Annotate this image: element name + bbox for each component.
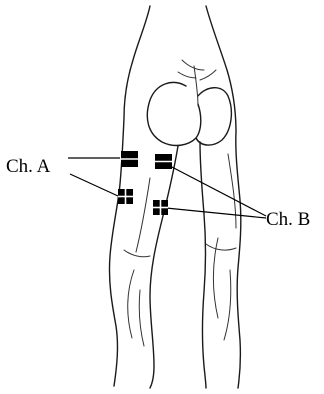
- left-buttock: [147, 82, 200, 145]
- left-thigh-line: [136, 178, 150, 252]
- left-calf-line: [128, 270, 144, 346]
- right-thigh-line: [228, 154, 236, 228]
- left-leg-inner: [150, 146, 178, 388]
- electrode-a-lower: [118, 189, 133, 204]
- right-leg-inner: [200, 142, 206, 388]
- knee-crease-right: [206, 244, 236, 250]
- channel-a-label: Ch. A: [6, 156, 51, 177]
- channel-b-label: Ch. B: [266, 209, 310, 230]
- gluteal-cleft: [194, 66, 198, 106]
- electrode-b-lower: [153, 200, 168, 215]
- electrode-b-upper: [155, 154, 172, 169]
- leader-a-bottom: [70, 174, 118, 196]
- sacral-lines: [178, 60, 216, 80]
- leader-b-top: [170, 166, 266, 216]
- right-leg-outer: [206, 6, 241, 388]
- leader-b-bottom: [166, 208, 266, 218]
- electrode-a-upper: [121, 151, 138, 167]
- knee-crease-left: [124, 250, 150, 257]
- right-calf-line: [214, 238, 231, 340]
